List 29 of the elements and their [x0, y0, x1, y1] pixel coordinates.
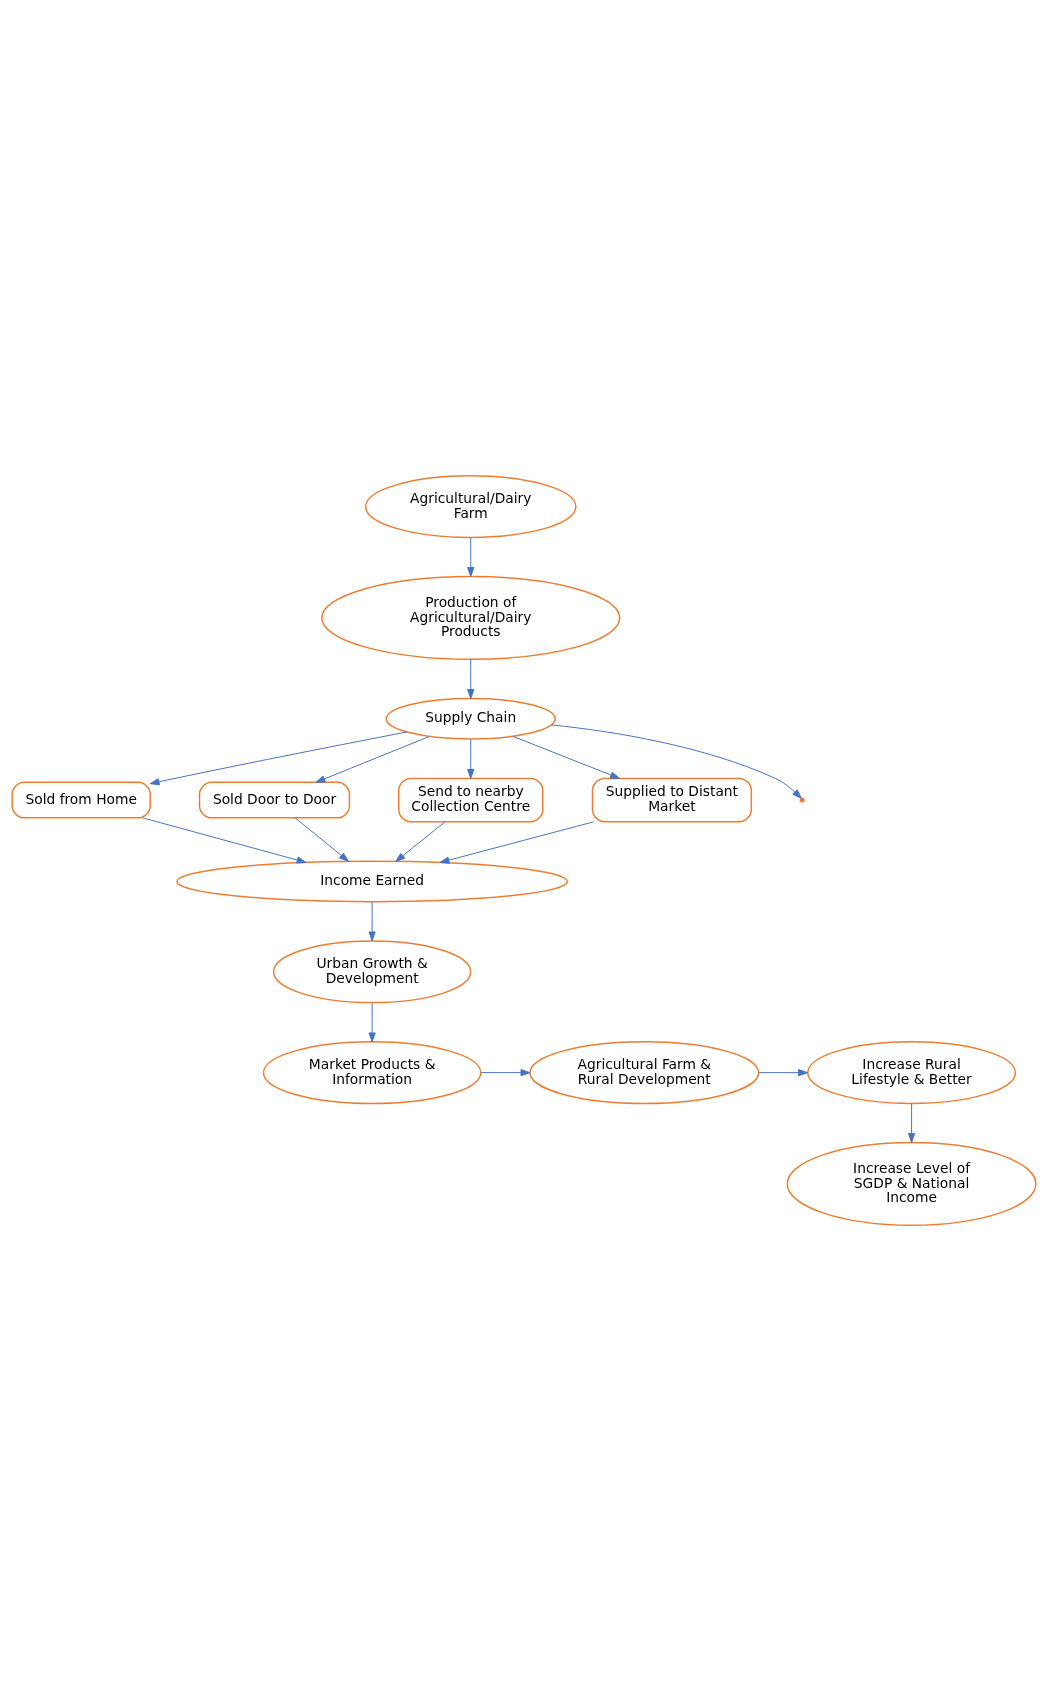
node-box: Sold from Home	[11, 781, 151, 819]
arrow	[368, 901, 376, 941]
node-ellipse: Agricultural Farm & Rural Development	[529, 1040, 760, 1104]
node-ellipse: Agricultural/Dairy Farm	[364, 474, 577, 538]
arrow	[149, 730, 408, 785]
arrow	[467, 536, 475, 577]
arrow	[315, 735, 430, 783]
node-ellipse: Urban Growth & Development	[272, 939, 472, 1003]
node-ellipse: Production of Agricultural/Dairy Products	[321, 575, 621, 660]
node-ellipse: Supply Chain	[385, 697, 556, 740]
node-ellipse: Increase Rural Lifestyle & Better	[807, 1040, 1017, 1104]
node-box: Sold Door to Door	[198, 781, 351, 819]
node-ellipse: Income Earned	[176, 860, 569, 902]
arrow	[467, 658, 475, 699]
arrow	[467, 738, 475, 779]
arrow	[395, 820, 446, 862]
arrow	[480, 1068, 531, 1076]
node-box: Send to nearby Collection Centre	[398, 777, 544, 823]
node-ellipse: Market Products & Information	[262, 1040, 482, 1104]
arrow	[758, 1068, 808, 1076]
node-box: Supplied to Distant Market	[591, 777, 753, 823]
arrow	[294, 816, 349, 862]
arrow	[142, 816, 307, 864]
arrow	[908, 1102, 916, 1143]
arrow	[550, 723, 802, 799]
arrow	[439, 820, 595, 864]
arrow	[368, 1001, 376, 1042]
node-ellipse: Increase Level of SGDP & National Income	[786, 1141, 1037, 1226]
arrow	[512, 735, 620, 779]
